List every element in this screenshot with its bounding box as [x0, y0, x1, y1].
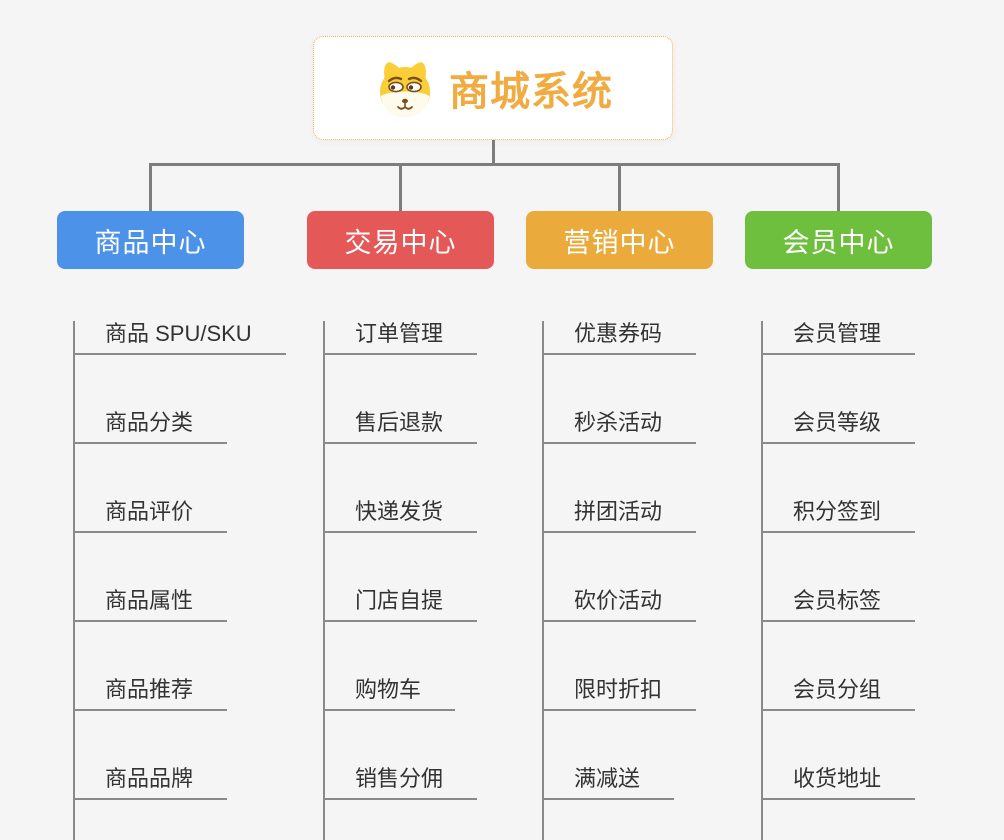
branch-product-center: 商品中心 商品 SPU/SKU 商品分类 商品评价 商品属性 商品推荐 商品品牌	[57, 211, 317, 840]
connector-drop-member	[837, 163, 840, 211]
leaf-node[interactable]: 满减送	[544, 766, 675, 800]
leaf-node[interactable]: 订单管理	[325, 321, 478, 355]
leaf-node[interactable]: 收货地址	[763, 766, 916, 800]
branch-children-trade: 订单管理 售后退款 快递发货 门店自提 购物车 销售分佣	[323, 321, 567, 840]
leaf-node[interactable]: 砍价活动	[544, 588, 697, 622]
connector-bus	[149, 163, 840, 166]
branch-marketing-center: 营销中心 优惠券码 秒杀活动 拼团活动 砍价活动 限时折扣 满减送	[526, 211, 786, 840]
leaf-node[interactable]: 购物车	[325, 677, 456, 711]
leaf-node[interactable]: 商品分类	[75, 410, 228, 444]
leaf-node[interactable]: 限时折扣	[544, 677, 697, 711]
leaf-node[interactable]: 快递发货	[325, 499, 478, 533]
leaf-node[interactable]: 商品评价	[75, 499, 228, 533]
branch-member-center: 会员中心 会员管理 会员等级 积分签到 会员标签 会员分组 收货地址	[745, 211, 1004, 840]
leaf-node[interactable]: 门店自提	[325, 588, 478, 622]
leaf-node[interactable]: 商品 SPU/SKU	[75, 321, 286, 355]
branch-children-member: 会员管理 会员等级 积分签到 会员标签 会员分组 收货地址	[761, 321, 1004, 840]
connector-root-drop	[492, 140, 495, 166]
leaf-node[interactable]: 会员标签	[763, 588, 916, 622]
leaf-node[interactable]: 会员等级	[763, 410, 916, 444]
branch-trade-center: 交易中心 订单管理 售后退款 快递发货 门店自提 购物车 销售分佣	[307, 211, 567, 840]
leaf-node[interactable]: 会员分组	[763, 677, 916, 711]
dog-face-icon	[380, 62, 430, 117]
leaf-node[interactable]: 商品品牌	[75, 766, 228, 800]
branch-node-trade-center[interactable]: 交易中心	[307, 211, 494, 269]
leaf-node[interactable]: 商品属性	[75, 588, 228, 622]
root-node-mall-system[interactable]: 商城系统	[313, 36, 673, 140]
leaf-node[interactable]: 售后退款	[325, 410, 478, 444]
connector-drop-marketing	[618, 163, 621, 211]
branch-node-marketing-center[interactable]: 营销中心	[526, 211, 713, 269]
branch-node-member-center[interactable]: 会员中心	[745, 211, 932, 269]
leaf-node[interactable]: 销售分佣	[325, 766, 478, 800]
branch-children-product: 商品 SPU/SKU 商品分类 商品评价 商品属性 商品推荐 商品品牌	[73, 321, 317, 840]
branch-children-marketing: 优惠券码 秒杀活动 拼团活动 砍价活动 限时折扣 满减送	[542, 321, 786, 840]
leaf-node[interactable]: 优惠券码	[544, 321, 697, 355]
leaf-node[interactable]: 拼团活动	[544, 499, 697, 533]
root-title: 商城系统	[449, 70, 613, 114]
leaf-node[interactable]: 商品推荐	[75, 677, 228, 711]
connector-drop-product	[149, 163, 152, 211]
branch-node-product-center[interactable]: 商品中心	[57, 211, 244, 269]
leaf-node[interactable]: 积分签到	[763, 499, 916, 533]
leaf-node[interactable]: 秒杀活动	[544, 410, 697, 444]
connector-drop-trade	[399, 163, 402, 211]
leaf-node[interactable]: 会员管理	[763, 321, 916, 355]
